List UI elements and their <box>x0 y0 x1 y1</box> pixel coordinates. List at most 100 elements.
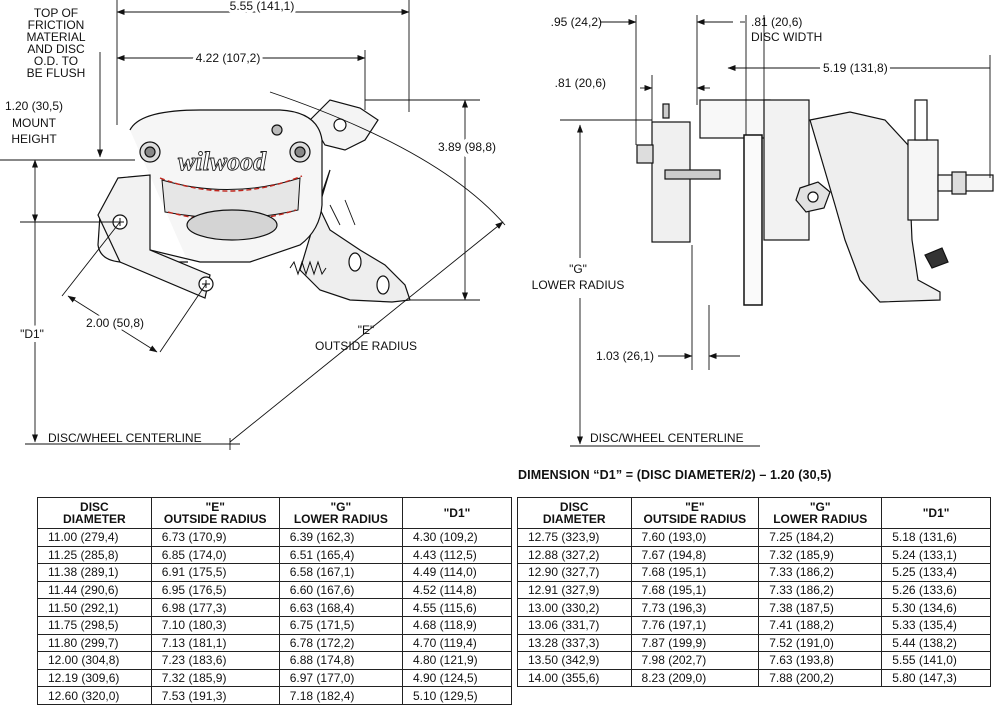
table-cell: 7.33 (186,2) <box>758 580 883 600</box>
table-cell: 4.49 (114,0) <box>401 563 513 582</box>
table-row: 11.00 (279,4)6.73 (170,9)6.39 (162,3)4.3… <box>37 528 513 547</box>
table-cell: 7.60 (193,0) <box>630 528 760 547</box>
table-cell: 13.06 (331,7) <box>517 615 632 635</box>
table-cell: 7.68 (195,1) <box>630 580 760 600</box>
friction-material-outline <box>159 175 303 192</box>
table-cell: 7.53 (191,3) <box>150 686 280 705</box>
table-cell: 6.97 (177,0) <box>278 668 403 688</box>
e-dimension-caption: OUTSIDE RADIUS <box>315 339 417 353</box>
table-cell: 11.75 (298,5) <box>37 615 152 635</box>
dim-95: .95 (24,2) <box>551 15 602 29</box>
table-row: 12.00 (304,8)7.23 (183,6)6.88 (174,8)4.8… <box>37 651 513 670</box>
table-cell: 11.00 (279,4) <box>37 528 152 547</box>
brake-disc <box>743 134 763 306</box>
d1-formula: DIMENSION “D1” = (DISC DIAMETER/2) – 1.2… <box>518 468 832 482</box>
table-cell: 6.98 (177,3) <box>150 598 280 617</box>
top-note-line-1: TOP OF <box>34 6 78 20</box>
table-cell: 5.18 (131,6) <box>881 528 991 547</box>
header-d1: "D1" <box>881 497 991 529</box>
bleeder-spring <box>289 260 327 276</box>
table-cell: 7.98 (202,7) <box>630 651 760 670</box>
mount-height-label-2: HEIGHT <box>11 132 57 146</box>
table-row: 12.75 (323,9)7.60 (193,0)7.25 (184,2)5.1… <box>517 528 991 547</box>
top-note-line-6: BE FLUSH <box>27 66 86 80</box>
table-cell: 4.90 (124,5) <box>401 668 513 688</box>
table-row: 12.60 (320,0)7.53 (191,3)7.18 (182,4)5.1… <box>37 686 513 705</box>
table-cell: 6.75 (171,5) <box>278 615 403 635</box>
table-cell: 14.00 (355,6) <box>517 668 632 688</box>
table-cell: 7.88 (200,2) <box>758 668 883 688</box>
table-cell: 11.25 (285,8) <box>37 545 152 565</box>
technical-drawing: wilwood TOP OF FRICTION MA <box>0 0 994 450</box>
table-cell: 6.73 (170,9) <box>150 528 280 547</box>
disc-width-value: .81 (20,6) <box>751 15 802 29</box>
table-row: 12.91 (327,9)7.68 (195,1)7.33 (186,2)5.2… <box>517 580 991 600</box>
table-row: 11.50 (292,1)6.98 (177,3)6.63 (168,4)4.5… <box>37 598 513 617</box>
table-cell: 7.63 (193,8) <box>758 651 883 670</box>
table-cell: 7.32 (185,9) <box>150 668 280 688</box>
table-cell: 6.95 (176,5) <box>150 580 280 600</box>
d1-dimension-label: "D1" <box>20 327 44 341</box>
table-cell: 13.28 (337,3) <box>517 633 632 653</box>
table-cell: 7.33 (186,2) <box>758 563 883 582</box>
left-dimensions <box>0 0 506 450</box>
table-cell: 6.58 (167,1) <box>278 563 403 582</box>
header-outside-radius: "E"OUTSIDE RADIUS <box>150 497 280 529</box>
center-width-dimension: 4.22 (107,2) <box>196 51 261 65</box>
table-cell: 5.30 (134,6) <box>881 598 991 617</box>
table-cell: 5.24 (133,1) <box>881 545 991 565</box>
table-cell: 11.50 (292,1) <box>37 598 152 617</box>
right-dimensions <box>560 15 991 447</box>
table-cell: 4.80 (121,9) <box>401 651 513 670</box>
header-outside-radius: "E"OUTSIDE RADIUS <box>630 497 760 529</box>
table-cell: 4.52 (114,8) <box>401 580 513 600</box>
outer-body <box>651 121 691 243</box>
table-cell: 12.90 (327,7) <box>517 563 632 582</box>
table-cell: 8.23 (209,0) <box>630 668 760 688</box>
table-cell: 4.70 (119,4) <box>401 633 513 653</box>
table-cell: 6.60 (167,6) <box>278 580 403 600</box>
table-cell: 6.63 (168,4) <box>278 598 403 617</box>
header-d1: "D1" <box>401 497 513 529</box>
table-cell: 4.30 (109,2) <box>401 528 513 547</box>
top-note-line-3: MATERIAL <box>26 30 85 44</box>
table-row: 11.38 (289,1)6.91 (175,5)6.58 (167,1)4.4… <box>37 563 513 582</box>
table-cell: 12.00 (304,8) <box>37 651 152 670</box>
table-cell: 6.51 (165,4) <box>278 545 403 565</box>
table-cell: 7.25 (184,2) <box>758 528 883 547</box>
table-row: 12.88 (327,2)7.67 (194,8)7.32 (185,9)5.2… <box>517 545 991 565</box>
height-dimension: 3.89 (98,8) <box>438 140 496 154</box>
table-cell: 5.55 (141,0) <box>881 651 991 670</box>
table-cell: 6.91 (175,5) <box>150 563 280 582</box>
table-row: 13.28 (337,3)7.87 (199,9)7.52 (191,0)5.4… <box>517 633 991 653</box>
table-row: 13.00 (330,2)7.73 (196,3)7.38 (187,5)5.3… <box>517 598 991 617</box>
piston <box>186 209 278 241</box>
table-cell: 4.68 (118,9) <box>401 615 513 635</box>
mounting-bracket <box>299 169 411 303</box>
table-row: 11.44 (290,6)6.95 (176,5)6.60 (167,6)4.5… <box>37 580 513 600</box>
caliper-plate <box>97 174 211 299</box>
table-row: 11.25 (285,8)6.85 (174,0)6.51 (165,4)4.4… <box>37 545 513 565</box>
table-cell: 5.33 (135,4) <box>881 615 991 635</box>
top-note-line-5: O.D. TO <box>34 54 78 68</box>
header-lower-radius: "G"LOWER RADIUS <box>278 497 403 529</box>
table-row: 12.19 (309,6)7.32 (185,9)6.97 (177,0)4.9… <box>37 668 513 688</box>
table-cell: 6.39 (162,3) <box>278 528 403 547</box>
table-cell: 7.10 (180,3) <box>150 615 280 635</box>
inner-body <box>763 99 810 241</box>
table-cell: 7.76 (197,1) <box>630 615 760 635</box>
table-cell: 4.43 (112,5) <box>401 545 513 565</box>
g-dimension-label: "G" <box>569 262 587 276</box>
right-centerline-label: DISC/WHEEL CENTERLINE <box>590 431 744 445</box>
table-cell: 6.85 (174,0) <box>150 545 280 565</box>
table-cell: 5.25 (133,4) <box>881 563 991 582</box>
table-row: 11.80 (299,7)7.13 (181,1)6.78 (172,2)4.7… <box>37 633 513 653</box>
table-row: 13.50 (342,9)7.98 (202,7)7.63 (193,8)5.5… <box>517 651 991 670</box>
table-cell: 5.80 (147,3) <box>881 668 991 688</box>
table-row: 14.00 (355,6)8.23 (209,0)7.88 (200,2)5.8… <box>517 668 991 688</box>
dim-103: 1.03 (26,1) <box>596 349 654 363</box>
table-cell: 7.18 (182,4) <box>278 686 403 705</box>
